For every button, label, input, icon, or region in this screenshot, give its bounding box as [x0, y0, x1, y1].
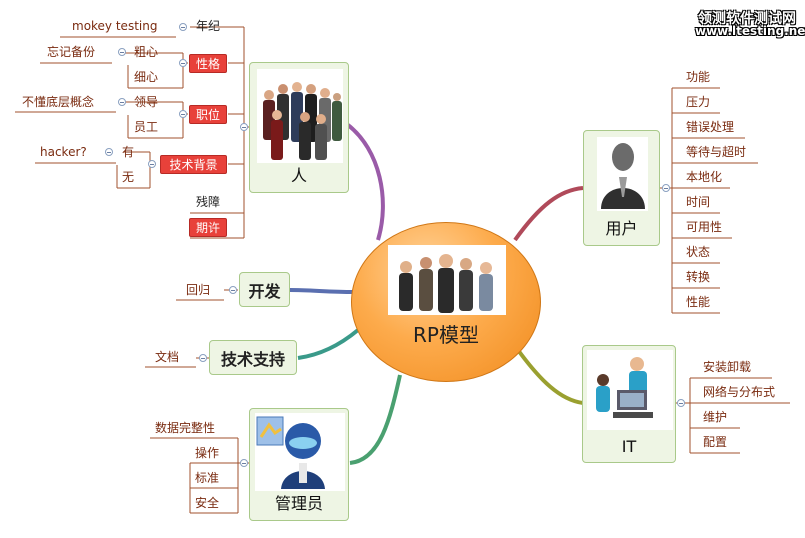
user-item-function: 功能: [686, 70, 711, 84]
user-item-pressure: 压力: [686, 95, 711, 109]
edge-admin: [349, 374, 402, 465]
admin-node[interactable]: 管理员: [249, 408, 349, 521]
business-team-image: [388, 245, 506, 315]
collapse-dev-icon[interactable]: [229, 286, 237, 294]
tech-background-tag[interactable]: 技术背景: [160, 155, 227, 174]
it-item-config: 配置: [703, 435, 728, 449]
edge-it: [516, 348, 584, 405]
dev-regression: 回归: [186, 283, 211, 297]
people-title: 人: [290, 166, 307, 185]
admin-data-integrity: 数据完整性: [155, 421, 216, 435]
admin-security: 安全: [195, 496, 220, 510]
user-item-conversion: 转换: [686, 270, 711, 284]
position-leader: 领导: [134, 95, 159, 109]
personality-note: 忘记备份: [47, 45, 96, 59]
age-note: mokey testing: [72, 19, 158, 33]
position-note: 不懂底层概念: [22, 95, 95, 109]
it-workers-image: [587, 350, 673, 430]
collapse-people-icon[interactable]: [240, 123, 248, 131]
user-item-state: 状态: [686, 245, 711, 259]
age-label: 年纪: [196, 19, 221, 33]
it-item-network: 网络与分布式: [703, 385, 776, 399]
user-item-localization: 本地化: [686, 170, 723, 184]
watermark-url: www.ltesting.net: [695, 24, 805, 38]
collapse-position-icon[interactable]: [179, 110, 187, 118]
collapse-user-icon[interactable]: [662, 184, 670, 192]
user-item-time: 时间: [686, 195, 711, 209]
central-title: RP模型: [413, 323, 479, 347]
edge-dev: [289, 288, 354, 294]
collapse-admin-icon[interactable]: [240, 459, 248, 467]
position-staff: 员工: [134, 120, 159, 134]
user-item-usability: 可用性: [686, 220, 723, 234]
collapse-support-icon[interactable]: [199, 354, 207, 362]
watermark-title: 领测软件测试网: [698, 11, 796, 27]
user-item-performance: 性能: [686, 295, 711, 309]
expectation-tag[interactable]: 期许: [189, 218, 227, 237]
personality-careless: 粗心: [134, 45, 159, 59]
collapse-personality-icon[interactable]: [179, 59, 187, 67]
people-group-image: [257, 69, 343, 163]
collapse-leader-icon[interactable]: [118, 98, 126, 106]
position-tag[interactable]: 职位: [189, 105, 227, 124]
edge-support: [297, 328, 360, 360]
collapse-tech-background-icon[interactable]: [148, 160, 156, 168]
collapse-careless-icon[interactable]: [118, 48, 126, 56]
user-title: 用户: [605, 219, 638, 238]
it-title: IT: [621, 437, 637, 456]
it-node[interactable]: IT: [582, 345, 676, 463]
admin-standard: 标准: [195, 471, 220, 485]
personality-careful: 细心: [134, 70, 159, 84]
support-node[interactable]: 技术支持: [209, 340, 297, 375]
tech-background-note: hacker?: [40, 145, 87, 159]
user-item-error-handling: 错误处理: [686, 120, 735, 134]
admin-title: 管理员: [274, 494, 323, 513]
disability-label: 残障: [196, 195, 221, 209]
edge-user: [513, 186, 584, 242]
admin-operation: 操作: [195, 446, 220, 460]
edge-people: [346, 123, 385, 241]
collapse-age-icon[interactable]: [179, 23, 187, 31]
user-item-wait-timeout: 等待与超时: [686, 145, 747, 159]
dev-node[interactable]: 开发: [239, 272, 290, 307]
user-silhouette-image: [597, 137, 648, 211]
admin-avatar-image: [255, 413, 345, 491]
tech-background-yes: 有: [122, 145, 135, 159]
collapse-it-icon[interactable]: [677, 399, 685, 407]
it-item-install: 安装卸载: [703, 360, 752, 374]
collapse-yes-icon[interactable]: [105, 148, 113, 156]
people-node[interactable]: 人: [249, 62, 349, 193]
user-node[interactable]: 用户: [583, 130, 660, 246]
central-node[interactable]: RP模型: [351, 222, 541, 382]
personality-tag[interactable]: 性格: [189, 54, 227, 73]
tech-background-no: 无: [122, 170, 135, 184]
support-docs: 文档: [155, 350, 180, 364]
it-item-maintenance: 维护: [703, 410, 728, 424]
